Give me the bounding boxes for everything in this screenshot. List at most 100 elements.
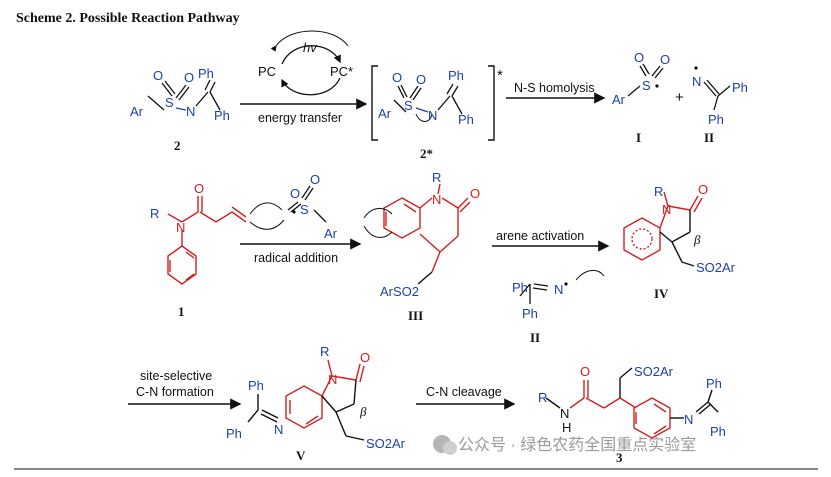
n-label: N	[186, 104, 195, 119]
watermark: 公众号 · 绿色农药全国重点实验室	[433, 435, 696, 455]
r-label: R	[150, 206, 159, 221]
excited-2-brackets	[371, 65, 495, 141]
compound-label-V: V	[296, 448, 306, 463]
hv-label: hv	[303, 40, 318, 55]
r-label: R	[538, 390, 547, 405]
ph-label: Ph	[248, 378, 264, 393]
compound-label-3: 3	[616, 450, 623, 465]
ph-label: Ph	[198, 66, 214, 81]
so2ar-label: SO2Ar	[696, 260, 736, 275]
r-label: R	[432, 170, 441, 185]
ph-label: Ph	[458, 112, 474, 127]
ph-label: Ph	[448, 68, 464, 83]
site-selective-label-2: C-N formation	[136, 385, 214, 399]
n-label: N	[662, 202, 671, 217]
sulfonyl-radical-I	[627, 63, 664, 97]
s-label: S	[642, 78, 651, 93]
iminyl-radical-II	[703, 79, 731, 111]
site-selective-label-1: site-selective	[140, 369, 212, 383]
n-label: N	[274, 422, 283, 437]
ph-label: Ph	[522, 306, 538, 321]
so2ar-label: SO2Ar	[366, 436, 406, 451]
h-label: H	[562, 420, 571, 435]
n-label: N	[176, 220, 185, 235]
o-label: O	[310, 172, 320, 187]
ar-label: Ar	[612, 92, 626, 107]
so2ar-label: SO2Ar	[634, 364, 674, 379]
compound-label-IV: IV	[654, 286, 669, 301]
compound-2-star	[393, 83, 463, 122]
ph-label: Ph	[710, 424, 726, 439]
o-label: O	[416, 72, 426, 87]
beta-label: β	[359, 404, 367, 419]
r-label: R	[320, 344, 329, 359]
radical-addition-label: radical addition	[254, 251, 338, 265]
energy-transfer-label: energy transfer	[258, 111, 342, 125]
wechat-icon	[443, 441, 457, 455]
ph-label: Ph	[512, 280, 528, 295]
radical-dot	[292, 210, 296, 214]
ph-label: Ph	[732, 80, 748, 95]
radical-dot	[564, 282, 568, 286]
compound-label-2-star: 2*	[420, 146, 433, 161]
ar-label: Ar	[378, 106, 392, 121]
compound-label-II: II	[704, 130, 714, 145]
n-label: N	[684, 412, 693, 427]
o-label: O	[580, 364, 590, 379]
ph-label: Ph	[214, 108, 230, 123]
o-label: O	[392, 70, 402, 85]
o-label: O	[470, 186, 480, 201]
n-label: N	[554, 282, 563, 297]
pc-excited-label: PC*	[330, 64, 353, 79]
n-label: N	[328, 372, 337, 387]
ph-label: Ph	[706, 376, 722, 391]
n-label: N	[432, 192, 441, 207]
o-label: O	[634, 50, 644, 65]
compound-label-II-lower: II	[530, 330, 540, 345]
star-label: *	[497, 67, 503, 84]
s-label: S	[165, 95, 174, 110]
scheme-title: Scheme 2. Possible Reaction Pathway	[16, 11, 240, 26]
compound-label-III: III	[408, 308, 423, 323]
radical-dot	[694, 66, 698, 70]
watermark-text: 公众号 · 绿色农药全国重点实验室	[458, 436, 696, 454]
compound-label-I: I	[636, 130, 641, 145]
o-label: O	[698, 182, 708, 197]
o-label: O	[360, 350, 370, 365]
compound-label-1: 1	[178, 304, 185, 319]
n-label: N	[560, 406, 569, 421]
n-label: N	[692, 74, 701, 89]
sulfonyl-radical-attack	[249, 185, 327, 230]
ar-label: Ar	[130, 104, 144, 119]
s-label: S	[300, 202, 309, 217]
beta-label: β	[693, 232, 701, 247]
ph-label: Ph	[708, 112, 724, 127]
intermediate-III	[363, 183, 471, 285]
compound-2	[147, 79, 221, 111]
o-label: O	[194, 181, 204, 196]
n-label: N	[428, 108, 437, 123]
pc-label: PC	[258, 64, 276, 79]
plus-sign: +	[675, 89, 684, 106]
arene-activation-label: arene activation	[496, 229, 584, 243]
o-label: O	[290, 186, 300, 201]
o-label: O	[184, 70, 194, 85]
intermediate-IV	[623, 191, 703, 267]
o-label: O	[153, 68, 163, 83]
intermediate-V	[247, 359, 365, 441]
ar-label: Ar	[324, 226, 338, 241]
radical-dot	[655, 84, 659, 88]
compound-label-2: 2	[174, 138, 181, 153]
photocatalytic-cycle	[270, 30, 349, 96]
ns-homolysis-label: N-S homolysis	[514, 81, 595, 95]
iminyl-radical-II-lower	[519, 270, 605, 304]
cn-cleavage-label: C-N cleavage	[426, 385, 502, 399]
product-3	[545, 367, 719, 439]
arso2-label: ArSO2	[380, 284, 419, 299]
o-label: O	[660, 52, 670, 67]
s-label: S	[404, 98, 413, 113]
r-label: R	[654, 184, 663, 199]
compound-1	[167, 196, 247, 285]
ph-label: Ph	[226, 426, 242, 441]
